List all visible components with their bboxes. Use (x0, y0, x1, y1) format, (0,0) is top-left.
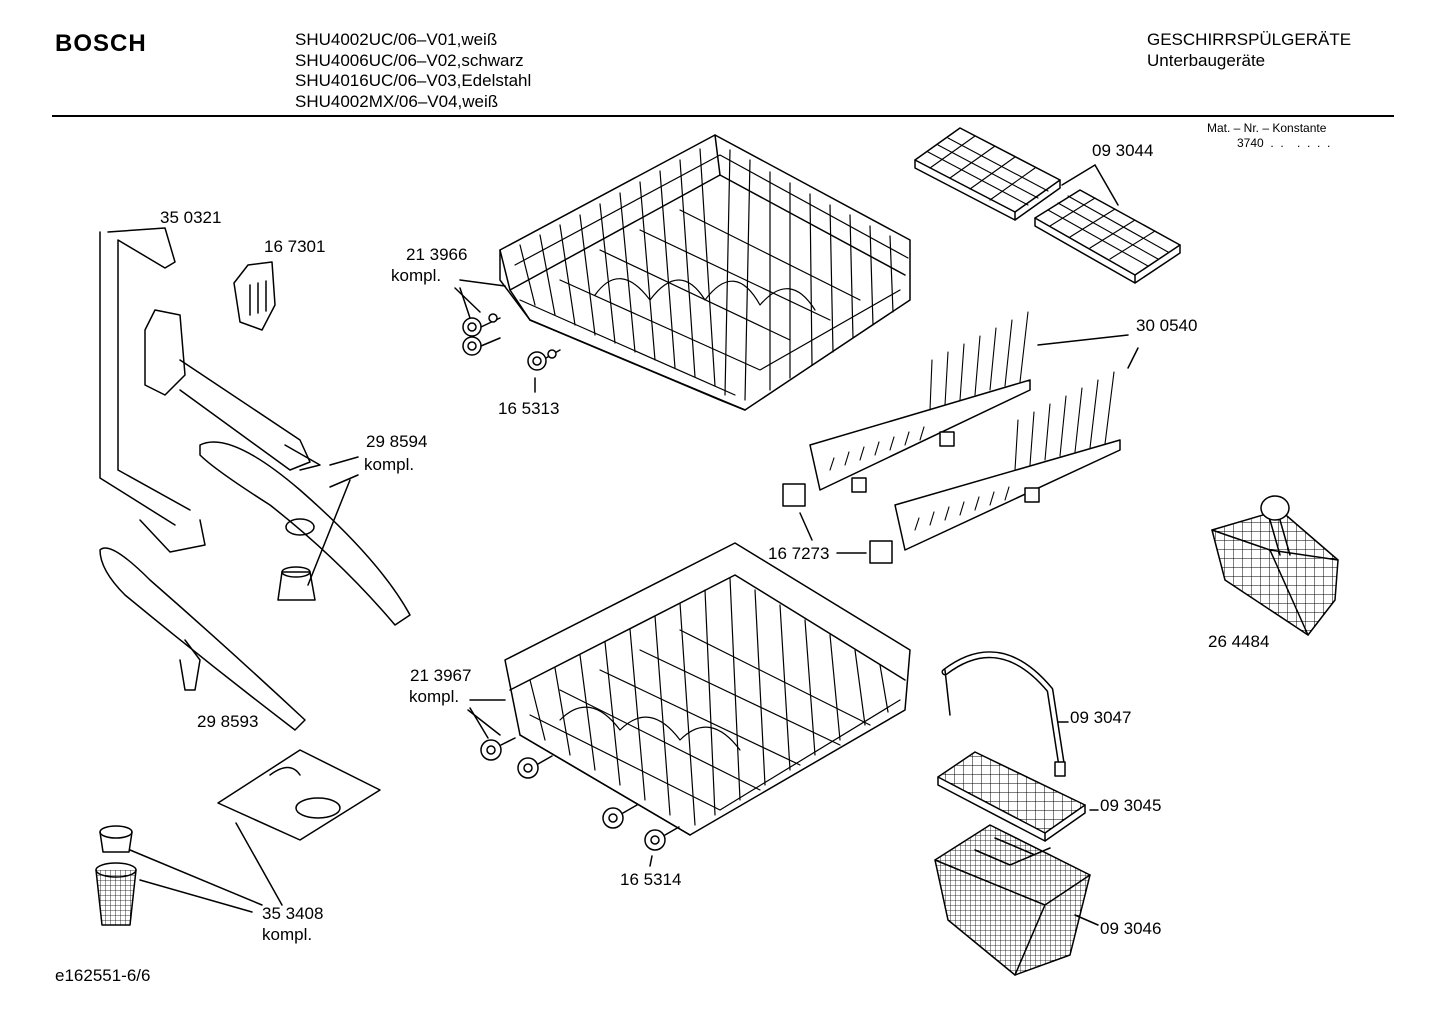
label-298594: 29 8594 (366, 432, 428, 451)
label-165313: 16 5313 (498, 399, 560, 418)
upper-basket (499, 134, 911, 411)
label-264484: 26 4484 (1208, 632, 1270, 651)
model-line-2: SHU4006UC/06–V02,schwarz (295, 50, 524, 70)
label-093045: 09 3045 (1100, 796, 1162, 815)
label-298594-sub: kompl. (364, 455, 415, 474)
drawing-id: e162551-6/6 (55, 966, 151, 985)
category-title: GESCHIRRSPÜLGERÄTE (1147, 30, 1352, 49)
label-213967: 21 3967 (410, 666, 472, 685)
mat-label: Mat. – Nr. – Konstante (1207, 121, 1327, 135)
supply-pipe (99, 227, 321, 553)
microfilter (95, 825, 137, 926)
model-line-4: SHU4002MX/06–V04,weiß (295, 91, 499, 111)
model-list: SHU4002UC/06–V01,weiß SHU4006UC/06–V02,s… (295, 30, 531, 112)
plate-rail-1 (809, 311, 1031, 493)
cutlery-basket-small (1211, 495, 1339, 636)
filter-plate (217, 749, 381, 841)
upper-spray-arm (199, 441, 411, 626)
cup-shelf-1 (914, 127, 1061, 221)
header-divider (52, 115, 1394, 117)
label-298593: 29 8593 (197, 712, 259, 731)
mat-value: 3740 . . . . . . (1237, 136, 1331, 150)
rail-clip-1 (782, 483, 806, 507)
cup-shelf-2 (1034, 189, 1181, 284)
subcategory-title: Unterbaugeräte (1147, 50, 1266, 70)
model-line-3: SHU4016UC/06–V03,Edelstahl (295, 71, 532, 90)
model-line-1: SHU4002UC/06–V01,weiß (295, 30, 498, 49)
basket-handle (941, 651, 1066, 777)
rail-clip-2 (869, 540, 893, 564)
lower-basket (504, 542, 911, 836)
label-213967-sub: kompl. (409, 687, 460, 706)
cutlery-basket-large (934, 824, 1091, 976)
lower-rollers (480, 737, 680, 851)
label-093046: 09 3046 (1100, 919, 1162, 938)
label-213966-sub: kompl. (391, 266, 442, 285)
label-167273: 16 7273 (768, 544, 830, 563)
filter-cover (233, 261, 276, 331)
label-093047: 09 3047 (1070, 708, 1132, 727)
upper-rollers (462, 313, 561, 371)
label-353408-sub: kompl. (262, 925, 313, 944)
category-block: GESCHIRRSPÜLGERÄTE Unterbaugeräte (1147, 30, 1351, 71)
brand-logo: BOSCH (55, 30, 147, 57)
label-350321: 35 0321 (160, 208, 222, 227)
spray-arm-nozzle (277, 566, 316, 601)
label-165314: 16 5314 (620, 870, 682, 889)
label-093044: 09 3044 (1092, 141, 1154, 160)
label-300540: 30 0540 (1136, 316, 1198, 335)
plate-rail-2 (894, 371, 1121, 551)
label-167301: 16 7301 (264, 237, 326, 256)
label-353408: 35 3408 (262, 904, 324, 923)
label-213966: 21 3966 (406, 245, 468, 264)
basket-lid (937, 751, 1086, 842)
lower-spray-arm (99, 547, 306, 731)
